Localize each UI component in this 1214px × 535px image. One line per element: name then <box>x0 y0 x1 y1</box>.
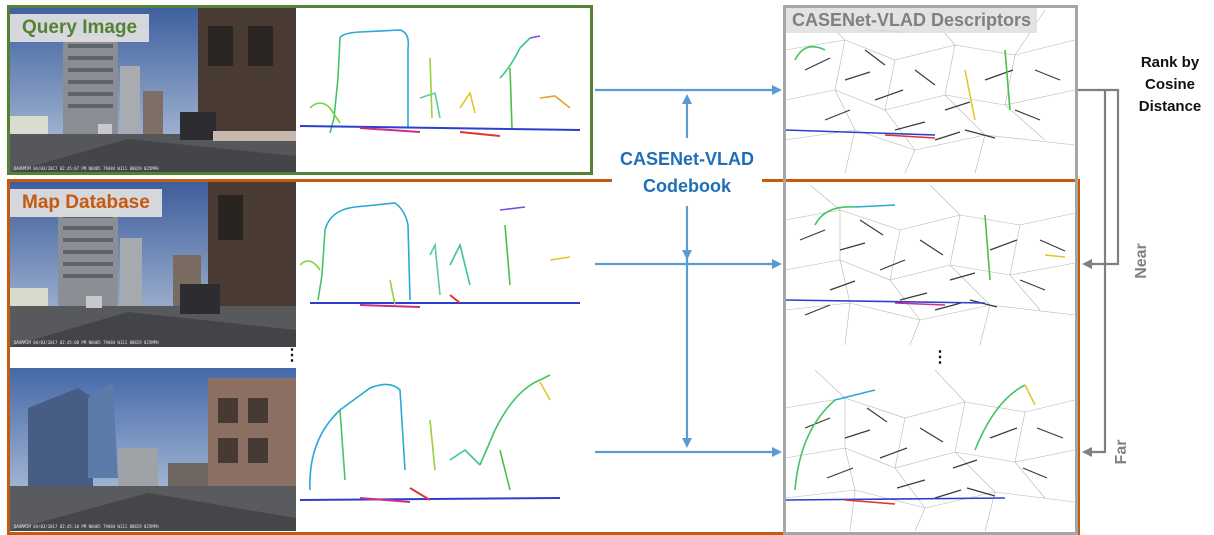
map-photo-2: DAXRMIM 04/03/2017 02:45:10 PM N0485 794… <box>8 368 296 531</box>
map-edge-map-1 <box>300 185 588 345</box>
query-image-label: Query Image <box>10 14 150 42</box>
dashcam-timestamp: DAXRMIM 04/03/2017 02:45:08 PM N0485 794… <box>14 340 159 345</box>
dashcam-timestamp: DAXRMIM 04/03/2017 02:45:07 PM N0485 794… <box>14 166 159 171</box>
ellipsis-right: ⋮ <box>932 349 948 366</box>
map-vlad-descriptor-1 <box>785 185 1075 345</box>
codebook-label: CASENet-VLAD Codebook <box>612 140 762 206</box>
query-vlad-descriptor <box>785 10 1075 173</box>
ellipsis-left: ⋮ <box>284 347 300 364</box>
codebook-line-1: CASENet-VLAD <box>619 149 754 169</box>
map-database-label: Map Database <box>10 189 162 217</box>
map-edge-map-2 <box>300 370 588 531</box>
descriptors-label: CASENet-VLAD Descriptors <box>786 8 1038 33</box>
rank-by-cosine-distance-label: Rank by Cosine Distance <box>1125 52 1214 118</box>
rank-line-3: Distance <box>1138 98 1202 115</box>
rank-line-1: Rank by <box>1140 54 1200 71</box>
map-vlad-descriptor-2 <box>785 370 1075 531</box>
far-label: Far <box>1113 439 1130 465</box>
dashcam-timestamp: DAXRMIM 04/03/2017 02:45:10 PM N0485 794… <box>14 524 159 529</box>
query-edge-map <box>300 8 588 173</box>
query-image-frame <box>7 5 593 175</box>
near-label: Near <box>1133 243 1150 279</box>
rank-line-2: Cosine <box>1144 76 1195 93</box>
query-photo: DAXRMIM 04/03/2017 02:45:07 PM N0485 794… <box>8 6 296 173</box>
codebook-line-2: Codebook <box>643 176 731 196</box>
